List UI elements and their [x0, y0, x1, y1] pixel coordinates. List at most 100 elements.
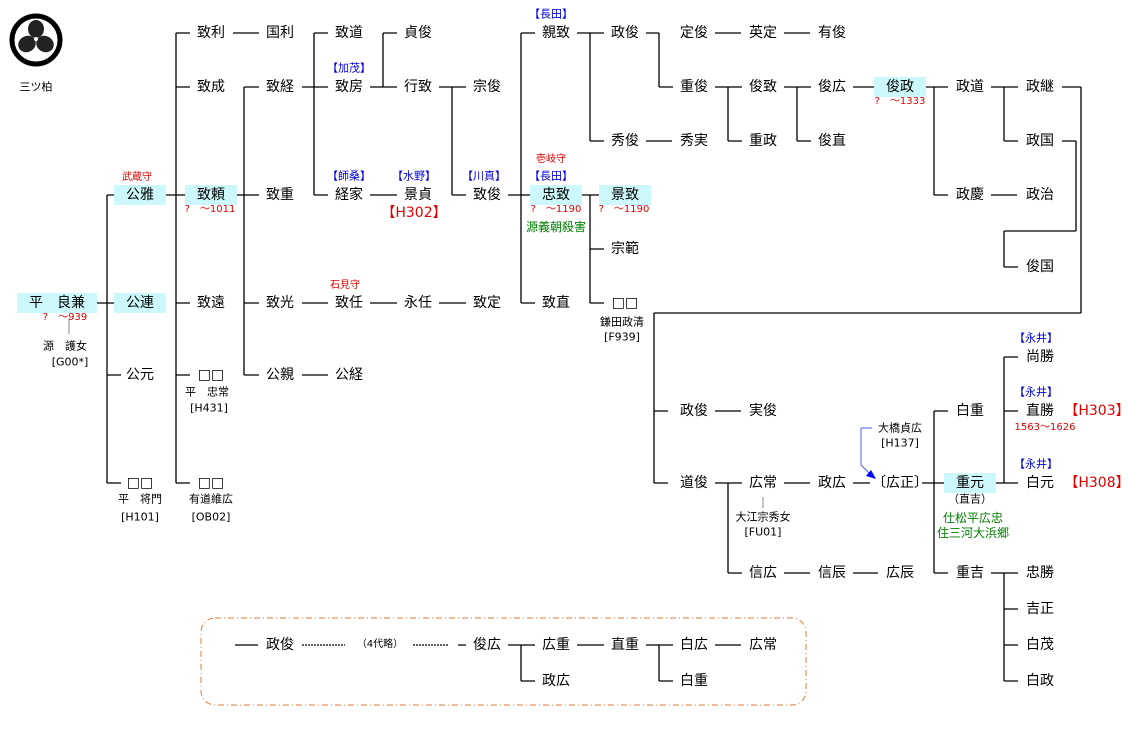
person-yoshimasa: 吉正 [1026, 601, 1054, 617]
note-nagai1: 【永井】 [1014, 331, 1058, 345]
person-shigemasa: 重政 [749, 133, 777, 149]
person-tadamune: 忠致 [530, 185, 582, 205]
person-arimichi-box: □□ [197, 475, 225, 491]
person-tadakatsu: 忠勝 [1026, 565, 1054, 581]
person-munemitsu: 致光 [266, 295, 294, 311]
person-toshihiro: 俊広 [818, 79, 846, 95]
arrow-head-icon [866, 470, 876, 479]
note-iwami: 石見守 [330, 280, 360, 291]
note-h431: [H431] [190, 401, 228, 415]
note-musashi: 武蔵守 [122, 172, 152, 183]
person-shigeyoshi: 重吉 [956, 565, 984, 581]
person-shirashige2: 白茂 [1026, 637, 1054, 653]
person-munesada: 致定 [473, 295, 501, 311]
person-toshikuni: 俊国 [1026, 259, 1054, 275]
note-sumu: 住三河大浜郷 [936, 526, 1010, 540]
person-toshimasa: 俊政 [874, 77, 926, 97]
person-kinmasa: 公雅 [114, 185, 166, 205]
note-h137: [H137] [881, 436, 919, 450]
person-tadatsune-box: □□ [197, 367, 225, 383]
note-h308: 【H308】 [1064, 475, 1129, 491]
person-shiramoto: 白元 [1026, 475, 1054, 491]
person-sadatoshi2: 定俊 [680, 25, 708, 41]
note-yoshitomo: 源義朝殺害 [525, 220, 587, 234]
person-sadatoshi: 貞俊 [404, 25, 432, 41]
note-kagemune-dates: ? ～1190 [598, 204, 650, 215]
person-hidetoshi: 秀俊 [611, 133, 639, 149]
person-munetoo: 致遠 [197, 295, 225, 311]
person-michitoshi: 道俊 [680, 475, 708, 491]
mitsugashiwa-crest-icon [9, 13, 63, 67]
note-g00: [G00*] [51, 355, 89, 369]
note-tadatsune: 平 忠常 [185, 385, 229, 399]
note-h302: 【H302】 [381, 205, 447, 221]
note-nagai3: 【永井】 [1014, 457, 1058, 471]
note-muneyori-dates: ? ～1011 [184, 204, 236, 215]
note-ob02: [OB02] [191, 510, 231, 524]
note-mizuno: 【水野】 [392, 169, 436, 183]
person-masakado-box: □□ [126, 475, 154, 491]
note-kawama: 【川真】 [462, 169, 506, 183]
person-omitted: （4代略） [356, 639, 404, 650]
note-h101: [H101] [121, 510, 159, 524]
person-kinmoto: 公元 [126, 367, 154, 383]
person-munenori: 宗範 [611, 241, 639, 257]
note-tsukae: 仕松平広忠 [942, 511, 1004, 525]
person-sanetoshi: 実俊 [749, 403, 777, 419]
person-nobuhiro: 信広 [749, 565, 777, 581]
person-masatsugu: 政継 [1026, 79, 1054, 95]
note-minamoto-wife: 源 護女 [43, 339, 87, 353]
person-hirotsune: 広常 [749, 475, 777, 491]
person-masamichi: 政道 [956, 79, 984, 95]
person-naoshige: 直重 [611, 637, 639, 653]
person-munenari: 致成 [197, 79, 225, 95]
note-tadamune-dates: ? ～1190 [530, 204, 582, 215]
person-ieie: 経家 [335, 187, 363, 203]
person-chikamune: 親致 [542, 25, 570, 41]
person-kagesada: 景貞 [404, 187, 432, 203]
person-munefusa: 致房 [335, 79, 363, 95]
person-hirotsune: 広常 [749, 637, 777, 653]
note-naokatsu-dates: 1563～1626 [1014, 422, 1076, 433]
person-munetoshi: 宗俊 [473, 79, 501, 95]
note-shiso: 【師桑】 [327, 169, 371, 183]
person-naokatsu: 直勝 [1026, 403, 1054, 419]
person-masahiro: 政広 [542, 673, 570, 689]
adoption-arrow [860, 427, 872, 475]
person-toshinao: 俊直 [818, 133, 846, 149]
person-hiromasa: 〔広正〕 [872, 475, 928, 491]
note-oe-wife: 大江宗秀女 [735, 510, 791, 524]
person-muneshige: 致重 [266, 187, 294, 203]
note-kamata: 鎌田政清 [600, 315, 644, 329]
person-hiroshige: 広重 [542, 637, 570, 653]
person-munetoo2: 致任 [335, 295, 363, 311]
person-masayoshi: 政慶 [956, 187, 984, 203]
person-kintsune: 公経 [335, 367, 363, 383]
note-masakado: 平 将門 [118, 492, 162, 506]
person-naokatsu-a: 尚勝 [1026, 349, 1054, 365]
person-masatoshi2: 政俊 [680, 403, 708, 419]
person-munetoshi2: 致俊 [473, 187, 501, 203]
person-nobutoki: 信辰 [818, 565, 846, 581]
crest-label: 三ツ柏 [19, 80, 53, 94]
inset-box [200, 617, 807, 706]
person-munetoshi-a: 致利 [197, 25, 225, 41]
note-osada1: 【長田】 [529, 7, 573, 21]
person-toshimune: 俊致 [749, 79, 777, 95]
person-aritoshi: 有俊 [818, 25, 846, 41]
person-shigemoto: 重元 [944, 473, 996, 493]
note-osada2: 【長田】 [529, 169, 573, 183]
person-hirotoki: 広辰 [886, 565, 914, 581]
person-munenao: 致直 [542, 295, 570, 311]
note-fu01: [FU01] [744, 525, 782, 539]
person-masahiro: 政広 [818, 475, 846, 491]
note-naoyoshi: （直吉） [948, 492, 992, 506]
person-kamata-box: □□ [611, 295, 639, 311]
person-munetsune: 致経 [266, 79, 294, 95]
person-masakuni: 政国 [1026, 133, 1054, 149]
person-masatoshi: 政俊 [266, 637, 294, 653]
person-masatoshi: 政俊 [611, 25, 639, 41]
person-masaharu: 政治 [1026, 187, 1054, 203]
